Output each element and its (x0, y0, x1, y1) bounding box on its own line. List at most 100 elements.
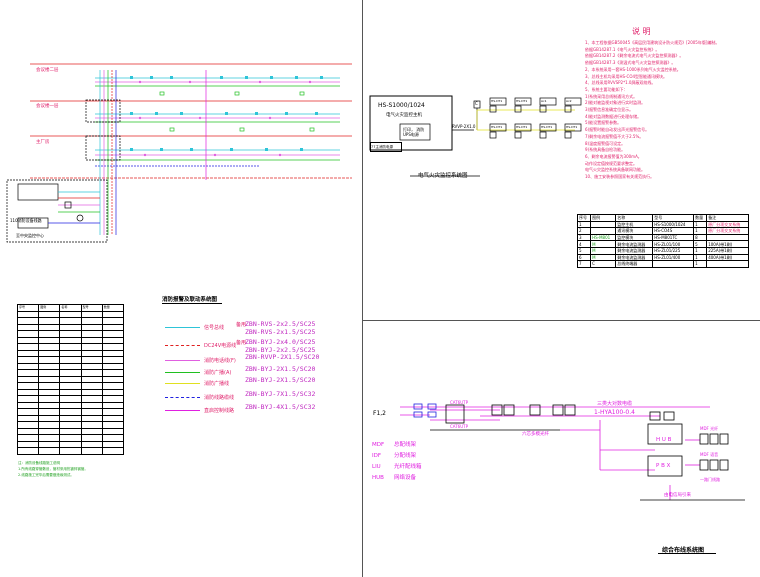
symbol-notes: 注：消防设备线路施工说明 1.所有线路穿管敷设，管材采用热镀锌钢管。 2.线路施… (18, 460, 88, 478)
module-label: Ac1 (541, 99, 547, 103)
th: 图例 (590, 214, 617, 222)
note-line: 1)系统采用总线制通讯方式。 (585, 93, 638, 99)
host-sub-1: 打印， 消防 (403, 127, 425, 132)
structured-cabling (400, 403, 745, 501)
legend-code: ZBN-BYJ-2X1.5/SC20 (245, 365, 316, 373)
module-label: HS-DT1 (541, 125, 553, 129)
table-header-row: 序号 图例 名称 型号 数量 备注 (576, 214, 749, 222)
mdf-voice: MDF 语音 (700, 452, 719, 457)
legend-line-sample (165, 345, 200, 346)
legend-code: ZBN-RVS-2x2.5/SC25 (245, 320, 316, 328)
notes-title: 说 明 (632, 27, 651, 36)
note-line: 7)剩余电流报警值不大于2.5%。 (585, 133, 644, 139)
odf-label-1: CAT6UTP (450, 400, 468, 405)
legend-line-sample (165, 397, 200, 398)
symbol-note-line: 注：消防设备线路施工说明 (18, 461, 60, 465)
legend-title: 消防报警及联动系统图 (162, 297, 218, 303)
legend-label: 消防电话线(F) (204, 358, 236, 364)
th: 名称 (615, 214, 654, 222)
panel-title: 110消防设备线路 (10, 218, 42, 223)
fiber-label: 六芯多模光纤 (522, 432, 549, 437)
trunk-label: 一路门线路 (700, 477, 720, 482)
diagram2-title: 电气火灾监控系统图 (418, 173, 468, 179)
legend-line-sample (165, 383, 200, 384)
th: 型号 (652, 214, 695, 222)
bottom-box: 77主消防电源 (370, 142, 402, 152)
legend-title-underline (162, 303, 222, 304)
note-line: 依据GB14287.3《测温式电气火灾监控探测器》。 (585, 60, 676, 66)
bus-label: RVVP-2X1.0 (452, 124, 476, 129)
table-row (16, 447, 125, 455)
floor-label-1: 会议楼二层 (36, 68, 59, 73)
module-label: HS-DT1 (516, 125, 528, 129)
legend-line-sample (165, 372, 200, 373)
panel-subtitle: 至中央监控中心 (16, 233, 44, 238)
hub-box: H U B (656, 437, 672, 443)
legend-line-sample (165, 327, 200, 328)
odf-label-2: CAT6UTP (450, 424, 468, 429)
module-label: HS-DT1 (491, 99, 503, 103)
cable-label: 三类大对数电缆 (597, 401, 633, 407)
legend-code: ZBN-BYJ-7X1.5/SC32 (245, 390, 316, 398)
host-model: HS-S1000/1024 (378, 102, 425, 109)
legend-code: ZBN-BYJ-2X1.5/SC20 (245, 376, 316, 384)
legend-line-sample (165, 410, 200, 411)
module-label: HS-DT1 (491, 125, 503, 129)
module-c: C (475, 101, 478, 106)
legend-label: 信号总线 (204, 325, 225, 331)
legend-prefix: 备用 (236, 322, 247, 328)
symbols-table: 序号 图例 名称 型号 数量 (16, 304, 125, 455)
legend-line-sample (165, 360, 200, 361)
mdf-fiber: MDF 光纤 (700, 426, 719, 431)
pbx-box: P B X (656, 463, 671, 469)
vertical-divider (362, 0, 363, 577)
floor-label-3: 主厂房 (36, 140, 50, 145)
diagram3-title: 综合布线系统图 (662, 547, 705, 554)
note-line: 动作设定值按规范要求整定。 (585, 160, 637, 166)
note-line: 5、系统主要功能如下： (585, 86, 628, 92)
note-line: 2、本系统采用一套HS-1000系列电气火灾监控系统。 (585, 66, 681, 72)
note-line: 电气火灾监控系统具备联网功能。 (585, 167, 645, 173)
module-label: Ac2 (566, 99, 572, 103)
electric-fire-monitor (369, 95, 582, 177)
th: 序号 (576, 214, 592, 222)
symbol-note-line: 1.所有线路穿管敷设，管材采用热镀锌钢管。 (18, 467, 88, 471)
th: 备注 (706, 214, 749, 222)
legend-label: 消防广播(A) (204, 370, 232, 376)
symbol-note-line: 2.线路施工完毕后需要做绝缘测试。 (18, 473, 74, 477)
note-line: 依据GB14287.1《电气火灾监控系统》。 (585, 46, 660, 52)
module-label: HS-DT1 (566, 125, 578, 129)
table-header-row: 序号 图例 名称 型号 数量 (16, 304, 125, 312)
note-line: 8)温度报警值可设定。 (585, 140, 626, 146)
note-line: 6)报警时能自动发出声光报警信号。 (585, 127, 650, 133)
note-line: 3)报警信息准确定位显示。 (585, 107, 634, 113)
note-line: 2)能对被监视对象进行实时监测。 (585, 100, 646, 106)
note-line: 5)能设置报警参数。 (585, 120, 622, 126)
th: 数量 (693, 214, 708, 222)
note-line: 4)能对监测数据进行处理存储。 (585, 113, 642, 119)
diagram3-title-underline (658, 553, 716, 554)
host-sub-2: UPS电源 (403, 132, 419, 137)
legend-code: ZBN-BYJ-2x4.0/SC25 (245, 338, 316, 346)
host-name: 电气火灾监控主机 (386, 113, 422, 118)
legend-prefix: 备用 (236, 340, 247, 346)
cable-model: 1-HYA100-0.4 (594, 409, 635, 416)
legend-code: ZBN-BYJ-4X1.5/SC32 (245, 403, 316, 411)
legend-label: DC24V电源线 (204, 343, 237, 349)
table-row (16, 369, 125, 377)
notes-body: 1、本工程依据GB50045《高层民用建筑设计防火规范》[2005年版]编制。 … (585, 40, 757, 181)
note-line: 9)系统具备自检功能。 (585, 147, 626, 153)
